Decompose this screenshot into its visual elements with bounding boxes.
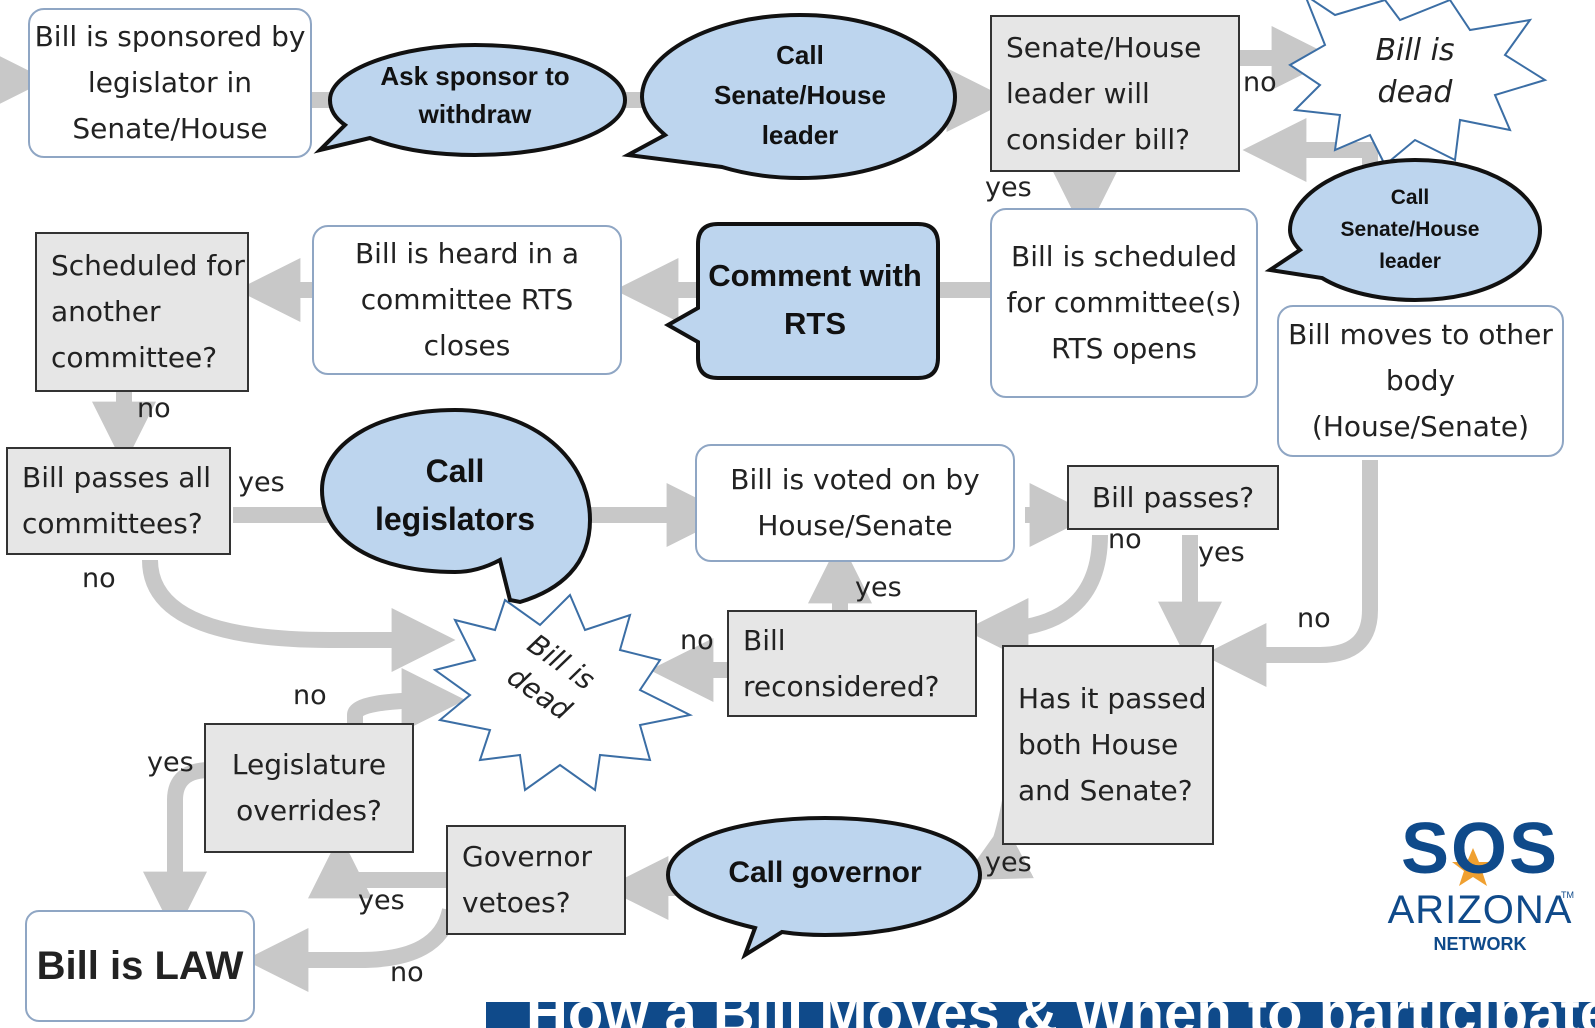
arrow-billpasses-no [964,534,1108,662]
arrow-call-back [1242,118,1378,182]
bubble-call-leader-right[interactable]: Call Senate/House leader [1340,186,1480,273]
label-no-moves: no [1297,603,1331,634]
label-no-bill-passes: no [1108,524,1142,555]
node-moves-other: Bill moves to other body (House/Senate) [1277,305,1564,457]
arrow-vetoes-yes [308,834,450,899]
bubble-call-leader-top-shape [621,12,958,181]
node-reconsidered: Bill reconsidered? [727,610,977,717]
node-heard: Bill is heard in a committee RTS closes [312,225,622,375]
bubble-call-governor-shape [665,815,983,960]
bubble-comment-rts-shape [663,222,940,380]
node-scheduled-committee: Bill is scheduled for committee(s) RTS o… [990,208,1258,398]
dead-top-text: Bill is dead [1375,33,1455,110]
bubble-call-leader-top[interactable]: Call Senate/House leader [714,40,886,150]
label-yes-vetoes: yes [358,885,405,916]
node-leader-consider: Senate/House leader will consider bill? [990,15,1240,172]
label-yes-leader: yes [985,172,1032,203]
bubble-ask-sponsor[interactable]: Ask sponsor to withdraw [380,61,570,129]
label-no-top: no [1243,67,1277,98]
banner-title: How a Bill Moves & When to participate [526,1002,1595,1028]
bubble-call-governor[interactable]: Call governor [728,855,922,889]
arrow-passes-no-dead [142,559,456,672]
label-yes-governor: yes [985,847,1032,878]
bubble-comment-rts[interactable]: Comment with RTS [708,258,922,341]
node-voted: Bill is voted on by House/Senate [695,444,1015,562]
label-no-reconsidered: no [680,625,714,656]
logo-mark: SOS [1400,809,1560,889]
label-yes-bill-passes: yes [1198,537,1245,568]
logo-name: ARIZONA [1387,888,1573,932]
label-no-overrides: no [293,680,327,711]
arrow-overrides-yes [143,762,211,936]
bubble-ask-sponsor-shape [313,42,628,158]
logo-tm: TM [1561,890,1574,900]
label-no-another: no [137,393,171,424]
label-yes-passes-all: yes [238,467,285,498]
bubble-call-legislators[interactable]: Call legislators [374,453,536,537]
label-no-vetoes: no [390,957,424,988]
label-no-passes-all: no [82,563,116,594]
node-vetoes: Governor vetoes? [446,825,626,935]
sos-arizona-logo: SOS ARIZONA NETWORK TM [1385,808,1575,978]
node-overrides: Legislature overrides? [204,723,414,853]
arrow-vetoes-no [244,908,458,992]
dead-burst-top [1288,0,1548,167]
node-sponsored: Bill is sponsored by legislator in Senat… [28,8,312,158]
node-bill-passes: Bill passes? [1067,465,1279,530]
dead-burst-middle [432,593,694,792]
label-yes-reconsidered: yes [855,572,902,603]
node-another-committee: Scheduled for another committee? [35,232,249,392]
logo-star-icon [1452,848,1494,886]
node-passes-all: Bill passes all committees? [6,447,231,555]
logo-sub: NETWORK [1433,934,1527,954]
node-law: Bill is LAW [25,910,255,1022]
arrow-overrides-no [347,668,466,755]
arrow-moves-down [1202,460,1378,687]
bubble-call-leader-right-shape [1264,157,1543,303]
bubble-call-legislators-shape [319,407,593,605]
label-yes-overrides: yes [147,747,194,778]
node-passed-both: Has it passed both House and Senate? [1002,645,1214,845]
title-banner: How a Bill Moves & When to participate [486,1002,1595,1028]
